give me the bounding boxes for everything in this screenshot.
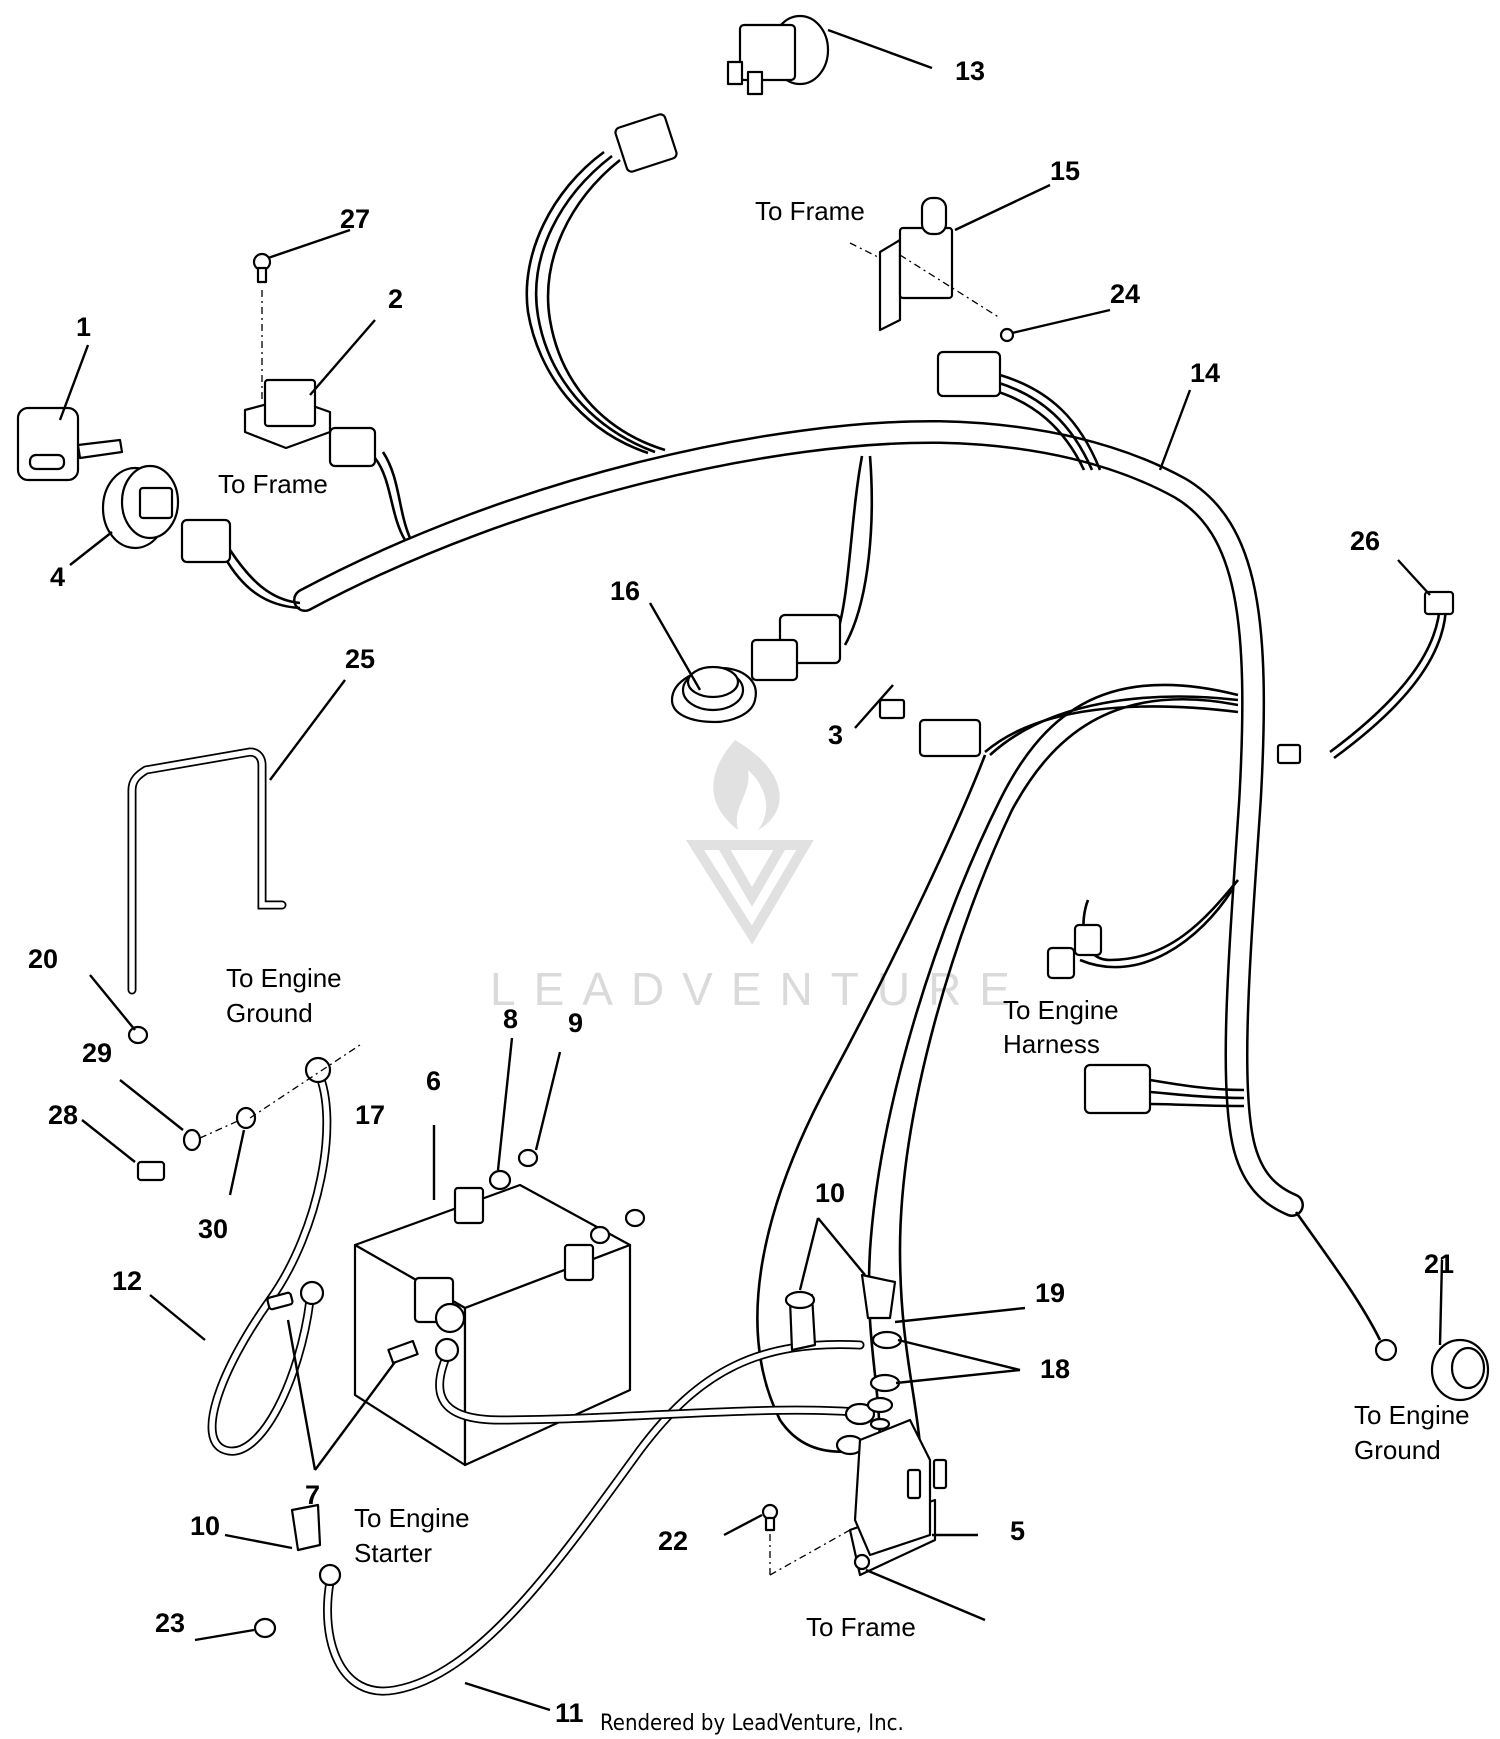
- top-harness-connector: [614, 113, 678, 173]
- screw-24: [999, 327, 1015, 343]
- washers-nuts: [488, 1148, 646, 1245]
- callout-2: 2: [388, 284, 403, 314]
- callout-10b: 10: [190, 1511, 220, 1541]
- callout-18: 18: [1040, 1354, 1070, 1384]
- ignition-key: [16, 406, 124, 482]
- label-engine-ground-right-2: Ground: [1354, 1435, 1441, 1465]
- loop-terminal-a: [1073, 923, 1103, 957]
- callout-3: 3: [828, 720, 843, 750]
- callout-25: 25: [345, 644, 375, 674]
- ground-cable: [207, 1056, 332, 1456]
- callout-23: 23: [155, 1608, 185, 1638]
- bolt-17: [387, 1339, 419, 1365]
- screw-22: [761, 1503, 779, 1532]
- seat-switch: [849, 196, 1001, 332]
- callout-7: 7: [305, 1480, 320, 1510]
- callout-21: 21: [1424, 1249, 1454, 1279]
- callout-8: 8: [503, 1004, 518, 1034]
- label-engine-ground-right-1: To Engine: [1354, 1400, 1470, 1430]
- switch-16: [670, 665, 757, 724]
- label-engine-harness-2: Harness: [1003, 1029, 1100, 1059]
- label-engine-starter-2: Starter: [354, 1538, 432, 1568]
- label-to-frame-top: To Frame: [755, 196, 865, 226]
- label-engine-harness-1: To Engine: [1003, 995, 1119, 1025]
- battery-solenoid-cable: [434, 1337, 876, 1456]
- sensor-26: [1276, 590, 1455, 765]
- callout-19: 19: [1035, 1278, 1065, 1308]
- callout-15: 15: [1050, 156, 1080, 186]
- fuse-holder-connector: [918, 718, 982, 758]
- label-engine-starter-1: To Engine: [354, 1503, 470, 1533]
- label-engine-ground-left-2: Ground: [226, 998, 313, 1028]
- terminal-boots: [290, 1273, 897, 1552]
- ignition-switch-connector: [180, 518, 232, 564]
- callout-20: 20: [28, 944, 58, 974]
- engine-harness-connector: [1083, 1063, 1152, 1115]
- label-to-frame-left: To Frame: [218, 469, 328, 499]
- callout-1: 1: [76, 312, 91, 342]
- leadventure-watermark: LEADVENTURE: [490, 740, 1010, 1015]
- starter-cable: [318, 1339, 865, 1696]
- nut-23: [253, 1617, 277, 1639]
- callout-9: 9: [568, 1008, 583, 1038]
- callout-16: 16: [610, 576, 640, 606]
- render-credit: Rendered by LeadVenture, Inc.: [600, 1711, 904, 1736]
- leader-lines: [58, 28, 1444, 1712]
- fuse: [878, 698, 906, 720]
- callout-27: 27: [340, 204, 370, 234]
- battery-hold-down: [127, 747, 287, 995]
- relay: [243, 290, 332, 450]
- callout-11: 11: [555, 1698, 584, 1728]
- callout-30: 30: [198, 1214, 228, 1244]
- callout-numbers: 1 2 3 4 5 6 7 8 9 10 10 11 12 13 14 15 1…: [28, 56, 1454, 1728]
- callout-28: 28: [48, 1100, 78, 1130]
- callout-10a: 10: [815, 1178, 845, 1208]
- callout-6: 6: [426, 1066, 441, 1096]
- starter-solenoid: [769, 1418, 948, 1577]
- star-washers: [866, 1330, 903, 1431]
- callout-14: 14: [1190, 358, 1220, 388]
- callout-17: 17: [355, 1100, 385, 1130]
- loop-terminal-b: [1046, 946, 1076, 980]
- callout-29: 29: [82, 1038, 112, 1068]
- callout-13: 13: [955, 56, 985, 86]
- switch-13: [726, 14, 830, 96]
- label-to-frame-bottom: To Frame: [806, 1612, 916, 1642]
- label-engine-ground-left-1: To Engine: [226, 963, 342, 993]
- seat-switch-connector: [936, 350, 1002, 398]
- center-harness-plug: [750, 638, 799, 682]
- callout-24: 24: [1110, 279, 1140, 309]
- callout-26: 26: [1350, 526, 1380, 556]
- wiring-harness: [180, 113, 1398, 1453]
- callout-4: 4: [50, 562, 65, 592]
- ignition-switch: [101, 464, 180, 550]
- callout-12: 12: [112, 1266, 142, 1296]
- relay-connector: [328, 426, 377, 468]
- ground-hardware: [127, 1025, 361, 1182]
- text-labels: To Frame To Frame To Frame To Engine Gro…: [218, 196, 1470, 1642]
- callout-5: 5: [1010, 1516, 1025, 1546]
- grommet: [1430, 1338, 1490, 1402]
- ground-ring-terminal: [1374, 1338, 1398, 1362]
- screw-27: [252, 252, 272, 284]
- callout-22: 22: [658, 1526, 688, 1556]
